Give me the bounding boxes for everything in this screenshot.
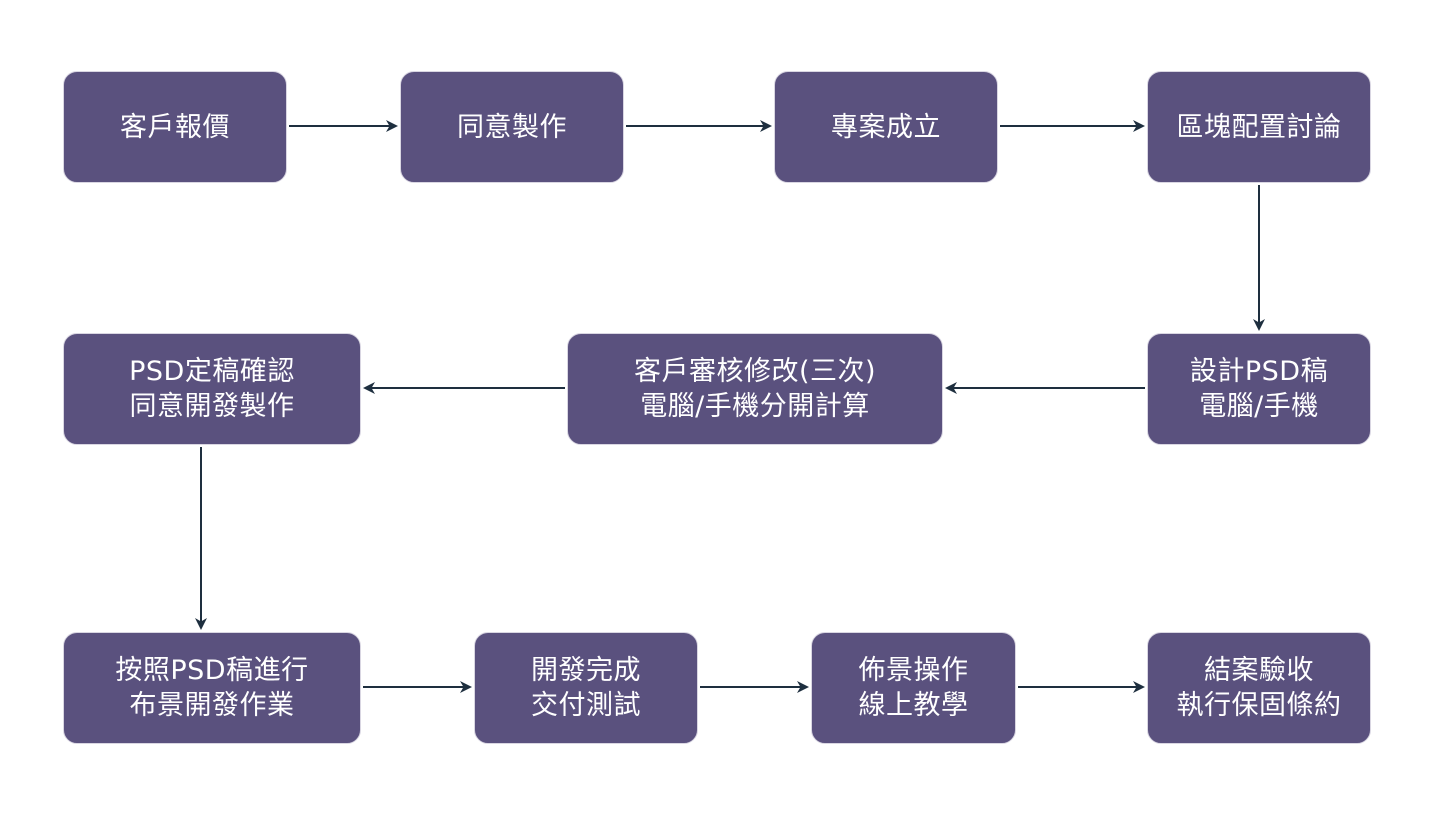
flow-step-project-closure: 結案驗收 執行保固條約 (1147, 632, 1371, 744)
step-label-line-2: 執行保固條約 (1176, 690, 1342, 721)
step-label-line-2: 電腦/手機 (1199, 391, 1319, 422)
step-label-line-1: 按照PSD稿進行 (115, 655, 309, 686)
flow-step-psd-finalized: PSD定稿確認 同意開發製作 (63, 333, 361, 445)
step-label: 客戶報價 (120, 111, 230, 143)
step-label-line-2: 布景開發作業 (129, 690, 295, 721)
step-label-line-1: 結案驗收 (1204, 655, 1314, 686)
step-label-line-1: 開發完成 (531, 655, 641, 686)
flow-step-layout-discussion: 區塊配置討論 (1147, 71, 1371, 183)
flow-step-agree-production: 同意製作 (400, 71, 624, 183)
step-label: 區塊配置討論 (1176, 111, 1342, 143)
flow-step-theme-development: 按照PSD稿進行 布景開發作業 (63, 632, 361, 744)
flow-step-client-review: 客戶審核修改(三次) 電腦/手機分開計算 (567, 333, 943, 445)
step-label-line-1: 設計PSD稿 (1189, 356, 1329, 387)
flow-step-project-established: 專案成立 (774, 71, 998, 183)
step-label-line-1: PSD定稿確認 (129, 356, 295, 387)
step-label: 同意製作 (457, 111, 567, 143)
flow-step-design-psd: 設計PSD稿 電腦/手機 (1147, 333, 1371, 445)
step-label-line-2: 電腦/手機分開計算 (640, 391, 870, 422)
step-label-line-1: 客戶審核修改(三次) (633, 356, 877, 387)
flow-step-delivery-testing: 開發完成 交付測試 (474, 632, 698, 744)
step-label-line-2: 同意開發製作 (129, 391, 295, 422)
step-label-line-1: 佈景操作 (858, 655, 969, 686)
flow-step-client-quote: 客戶報價 (63, 71, 287, 183)
flow-step-online-training: 佈景操作 線上教學 (811, 632, 1016, 744)
step-label-line-2: 線上教學 (858, 690, 969, 721)
step-label-line-2: 交付測試 (531, 690, 641, 721)
step-label: 專案成立 (831, 111, 941, 143)
